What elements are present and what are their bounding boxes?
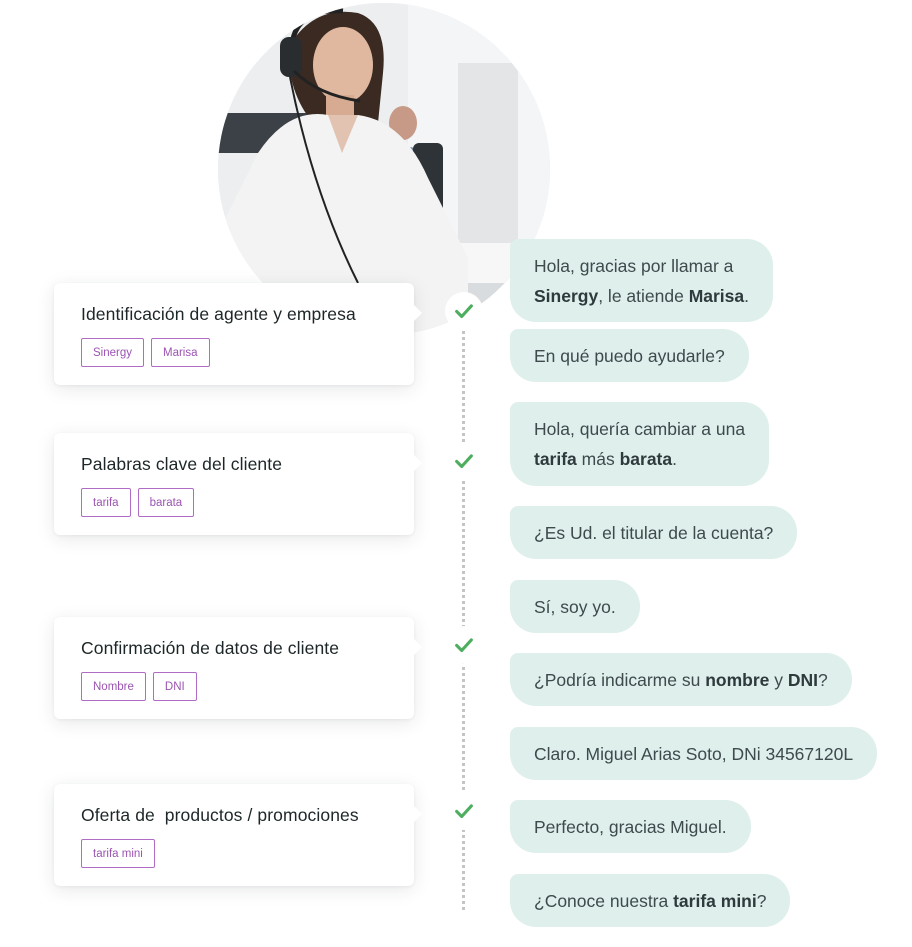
keyword-tag: tarifa mini [81, 839, 155, 868]
message-text: . [672, 449, 677, 469]
keyword: nombre [705, 669, 770, 690]
keyword-tag: Nombre [81, 672, 146, 701]
keyword: Sinergy [534, 285, 599, 306]
message-text: y [769, 669, 788, 690]
message-text: Hola, gracias por llamar a [534, 255, 734, 276]
message-text: ¿Podría indicarme su nombre y DNI? [534, 665, 828, 695]
message-text: ? [818, 669, 828, 690]
tag-list: Nombre DNI [81, 672, 388, 701]
keyword-tag: Sinergy [81, 338, 144, 367]
chat-bubble-agent: ¿Conoce nuestra tarifa mini? [510, 874, 791, 927]
check-icon [449, 296, 479, 326]
message-text: Hola, quería cambiar a una [534, 419, 746, 439]
step-title: Identificación de agente y empresa [81, 304, 356, 324]
message-text: Claro. Miguel Arias Soto, DNi 34567120L [534, 743, 854, 764]
keyword-tag: Marisa [151, 338, 210, 367]
step-title: Oferta de productos / promociones [81, 805, 359, 825]
step-title: Confirmación de datos de cliente [81, 638, 340, 658]
message-text: Sí, soy yo. [534, 596, 616, 617]
chat-bubble-agent: Perfecto, gracias Miguel. [510, 800, 751, 853]
message-text: Perfecto, gracias Miguel. [534, 816, 727, 837]
message-text: ¿Conoce nuestra tarifa mini? [534, 886, 766, 916]
step-title: Palabras clave del cliente [81, 454, 283, 474]
check-icon [449, 630, 479, 660]
keyword-tag: tarifa [81, 488, 131, 517]
step-card-agent-identification: Identificación de agente y empresa Siner… [54, 283, 422, 385]
chat-bubble-customer: Claro. Miguel Arias Soto, DNi 34567120L [510, 727, 878, 780]
keyword: tarifa [534, 449, 577, 469]
message-text: En qué puedo ayudarle? [534, 345, 725, 366]
message-text: . [744, 285, 750, 306]
message-text: ¿Es Ud. el titular de la cuenta? [534, 522, 774, 543]
keyword-tag: DNI [152, 672, 197, 701]
message-text: ¿Conoce nuestra [534, 890, 674, 911]
message-text: , le atiende [598, 285, 689, 306]
keyword: tarifa mini [673, 890, 757, 911]
chat-bubble-agent: Hola, gracias por llamar a Sinergy, le a… [510, 239, 774, 322]
chat-bubble-agent: ¿Podría indicarme su nombre y DNI? [510, 653, 852, 706]
step-card-product-offer: Oferta de productos / promociones tarifa… [54, 784, 422, 886]
keyword: barata [619, 449, 673, 469]
chat-bubble-customer: Sí, soy yo. [510, 580, 640, 633]
step-card-data-confirmation: Confirmación de datos de cliente Nombre … [54, 617, 422, 719]
chat-bubble-agent: ¿Es Ud. el titular de la cuenta? [510, 506, 798, 559]
step-card-customer-keywords: Palabras clave del cliente tarifa barata [54, 433, 422, 535]
keyword-tag: barata [137, 488, 195, 517]
check-icon [449, 446, 479, 476]
tag-list: tarifa barata [81, 488, 388, 517]
message-text: tarifa más barata. [534, 444, 745, 474]
message-text: ? [756, 890, 767, 911]
chat-bubble-customer: Hola, quería cambiar a una tarifa más ba… [510, 402, 770, 486]
timeline-line [462, 320, 465, 910]
tag-list: tarifa mini [81, 839, 388, 868]
keyword: DNI [787, 669, 818, 690]
message-text: más [576, 449, 620, 469]
chat-bubble-agent: En qué puedo ayudarle? [510, 329, 749, 382]
message-text: Sinergy, le atiende Marisa. [534, 281, 749, 311]
keyword: Marisa [688, 285, 745, 306]
check-icon [449, 796, 479, 826]
tag-list: Sinergy Marisa [81, 338, 388, 367]
message-text: ¿Podría indicarme su [534, 669, 706, 690]
